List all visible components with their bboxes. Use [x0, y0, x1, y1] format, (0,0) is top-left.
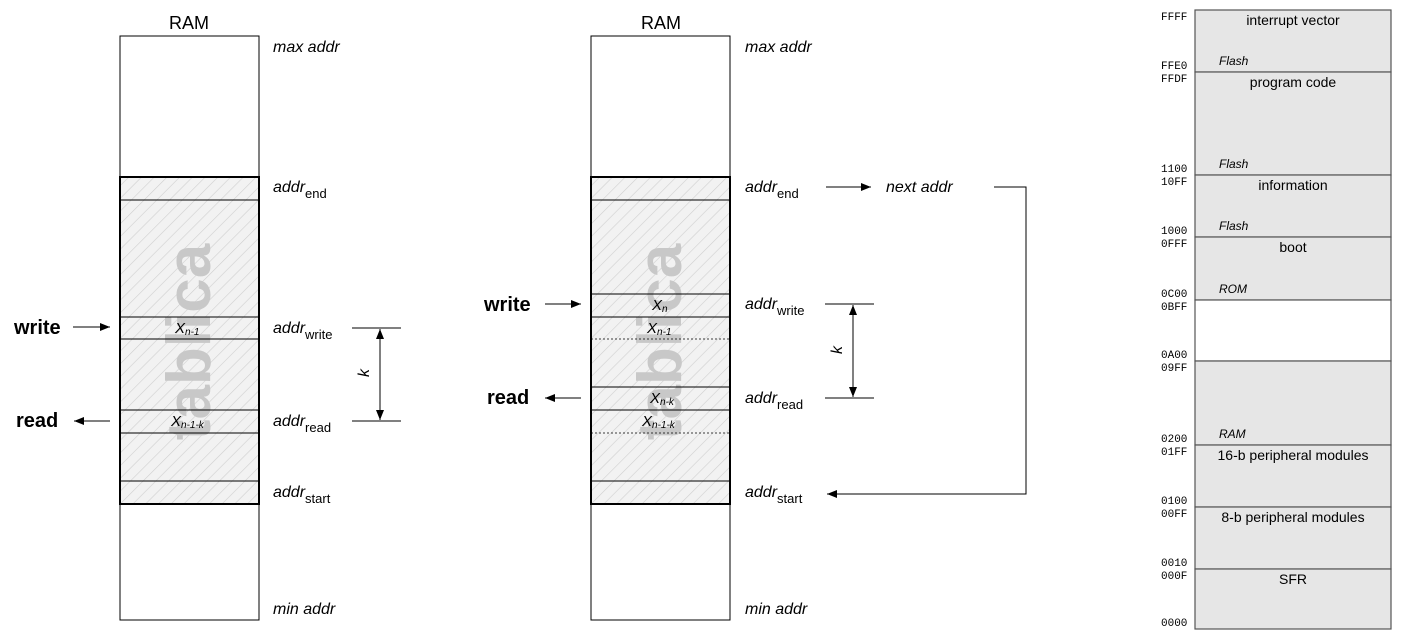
- left-addr-read: addrread: [273, 413, 331, 435]
- segment-bottom-addr: 0C00: [1161, 289, 1187, 301]
- middle-cell-n-1: Xn-1: [646, 320, 671, 338]
- middle-table-region: [591, 177, 730, 504]
- segment-top-addr: FFDF: [1161, 74, 1187, 86]
- segment-name: SFR: [1279, 571, 1307, 587]
- segment-top-addr: 000F: [1161, 571, 1187, 583]
- middle-k-label: k: [829, 345, 846, 354]
- left-write-label: write: [13, 317, 61, 339]
- segment-top-addr: 09FF: [1161, 363, 1187, 375]
- segment-name: interrupt vector: [1246, 12, 1340, 28]
- memory-segment: [1194, 299, 1392, 362]
- left-cell-write: Xn-1: [174, 320, 199, 338]
- middle-ram-diagram: RAM tablica Xn Xn-1 Xn-k Xn-1-k max addr…: [483, 13, 1027, 621]
- segment-bottom-addr: 0100: [1161, 496, 1187, 508]
- middle-addr-start: addrstart: [745, 484, 803, 506]
- segment-bottom-addr: 0000: [1161, 618, 1187, 630]
- left-addr-write: addrwrite: [273, 320, 332, 342]
- middle-addr-write: addrwrite: [745, 296, 804, 318]
- segment-type: Flash: [1219, 219, 1249, 233]
- wraparound-arrow: [827, 186, 1027, 498]
- middle-cell-n-1-k: Xn-1-k: [641, 413, 676, 431]
- segment-type: Flash: [1219, 54, 1249, 68]
- segment-type: Flash: [1219, 157, 1249, 171]
- left-min-addr: min addr: [273, 601, 336, 618]
- next-addr-label: next addr: [886, 179, 953, 196]
- left-table-region: [120, 177, 259, 504]
- middle-table-watermark: tablica: [626, 243, 695, 440]
- segment-top-addr: 0BFF: [1161, 302, 1187, 314]
- segment-name: 8-b peripheral modules: [1221, 509, 1364, 525]
- middle-cell-n: Xn: [651, 297, 668, 315]
- memory-segment: [1194, 444, 1392, 508]
- memory-segment: [1194, 174, 1392, 238]
- segment-type: RAM: [1219, 427, 1246, 441]
- left-addr-start: addrstart: [273, 484, 331, 506]
- memory-segment: [1194, 71, 1392, 176]
- memory-segment: [1194, 236, 1392, 301]
- segment-bottom-addr: FFE0: [1161, 61, 1187, 73]
- middle-addr-read: addrread: [745, 390, 803, 412]
- memory-segment: [1194, 506, 1392, 570]
- segment-top-addr: FFFF: [1161, 12, 1187, 24]
- segment-name: information: [1258, 177, 1327, 193]
- memory-segment: [1194, 360, 1392, 446]
- left-table-watermark: tablica: [155, 243, 224, 440]
- middle-addr-end: addrend: [745, 179, 799, 201]
- segment-bottom-addr: 1100: [1161, 164, 1187, 176]
- middle-ram-title: RAM: [641, 13, 681, 33]
- left-table-border: [119, 176, 260, 505]
- memory-segment: [1194, 568, 1392, 630]
- middle-max-addr: max addr: [745, 39, 812, 56]
- memory-segment: [1194, 9, 1392, 73]
- left-k-label: k: [356, 368, 373, 377]
- left-addr-end: addrend: [273, 179, 327, 201]
- middle-min-addr: min addr: [745, 601, 808, 618]
- middle-cell-n-k: Xn-k: [649, 390, 675, 408]
- left-cell-read: Xn-1-k: [170, 413, 205, 431]
- segment-bottom-addr: 0010: [1161, 558, 1187, 570]
- segment-bottom-addr: 1000: [1161, 226, 1187, 238]
- left-ram-diagram: RAM tablica Xn-1 Xn-1-k max addr min add…: [13, 13, 401, 621]
- middle-table-border: [590, 176, 731, 505]
- segment-top-addr: 00FF: [1161, 509, 1187, 521]
- segment-name: boot: [1279, 239, 1306, 255]
- segment-name: program code: [1250, 74, 1337, 90]
- left-max-addr: max addr: [273, 39, 340, 56]
- segment-name: 16-b peripheral modules: [1218, 447, 1369, 463]
- segment-type: ROM: [1219, 282, 1247, 296]
- segment-bottom-addr: 0200: [1161, 434, 1187, 446]
- left-read-label: read: [16, 410, 58, 432]
- middle-read-label: read: [487, 387, 529, 409]
- segment-top-addr: 01FF: [1161, 447, 1187, 459]
- middle-write-label: write: [483, 294, 531, 316]
- segment-bottom-addr: 0A00: [1161, 350, 1187, 362]
- left-ram-title: RAM: [169, 13, 209, 33]
- segment-top-addr: 0FFF: [1161, 239, 1187, 251]
- segment-top-addr: 10FF: [1161, 177, 1187, 189]
